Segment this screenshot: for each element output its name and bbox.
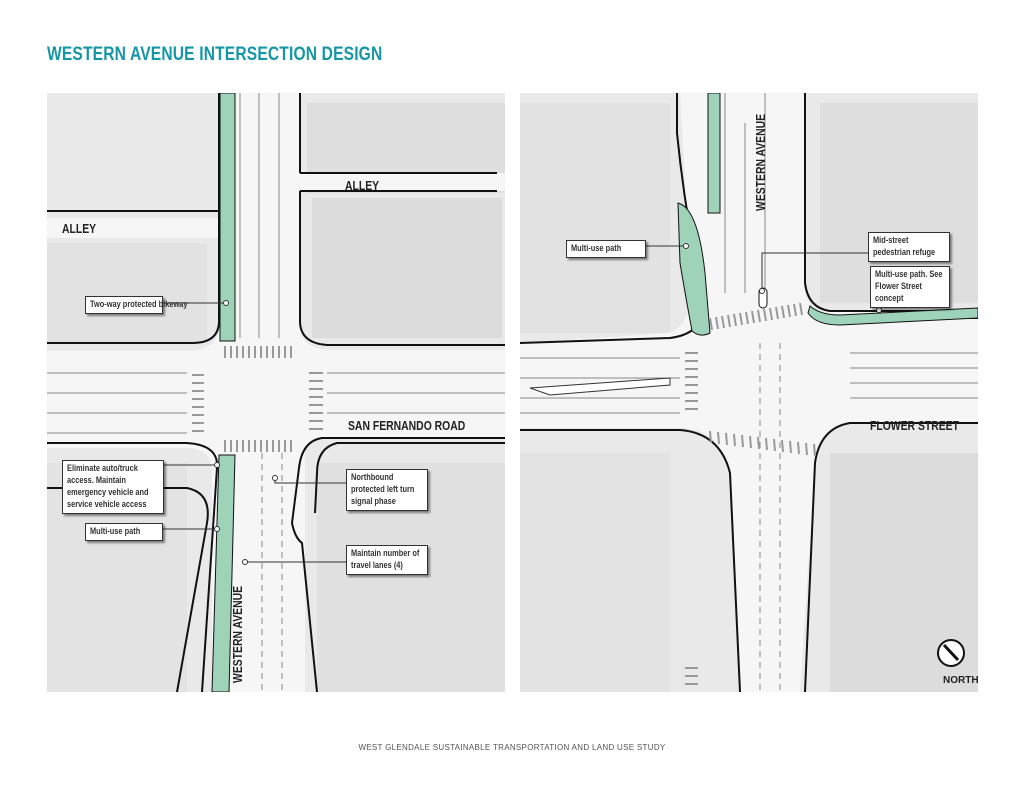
north-label: NORTH [943, 675, 979, 686]
san-fernando-intersection-plan: ALLEY ALLEY SAN FERNANDO ROAD WESTERN AV… [47, 93, 505, 692]
flower-street-label: FLOWER STREET [870, 418, 959, 433]
callout-two-way-bikeway: Two-way protected bikeway [85, 296, 187, 314]
callout-northbound-left-turn: Northbound protected left turn signal ph… [346, 469, 428, 511]
intersection-drawing [520, 93, 978, 692]
callout-maintain-lanes: Maintain number of travel lanes (4) [346, 545, 428, 575]
intersection-drawing [47, 93, 505, 692]
callout-multi-use-path-flower: Multi-use path. See Flower Street concep… [870, 266, 950, 308]
callout-mid-street-refuge: Mid-street pedestrian refuge [868, 232, 950, 262]
flower-street-intersection-plan: WESTERN AVENUE FLOWER STREET Multi-use p… [520, 93, 978, 692]
page-title: WESTERN AVENUE INTERSECTION DESIGN [47, 44, 383, 65]
western-avenue-label: WESTERN AVENUE [230, 585, 245, 683]
alley-east-label: ALLEY [345, 178, 380, 193]
alley-west-label: ALLEY [62, 221, 97, 236]
callout-multi-use-path: Multi-use path [85, 523, 163, 541]
san-fernando-road-label: SAN FERNANDO ROAD [348, 418, 466, 433]
callout-eliminate-access: Eliminate auto/truck access. Maintain em… [62, 460, 164, 514]
footer-study-title: WEST GLENDALE SUSTAINABLE TRANSPORTATION… [358, 743, 666, 752]
western-avenue-label: WESTERN AVENUE [753, 113, 768, 211]
callout-multi-use-path: Multi-use path [566, 240, 646, 258]
north-arrow-icon [937, 639, 965, 667]
